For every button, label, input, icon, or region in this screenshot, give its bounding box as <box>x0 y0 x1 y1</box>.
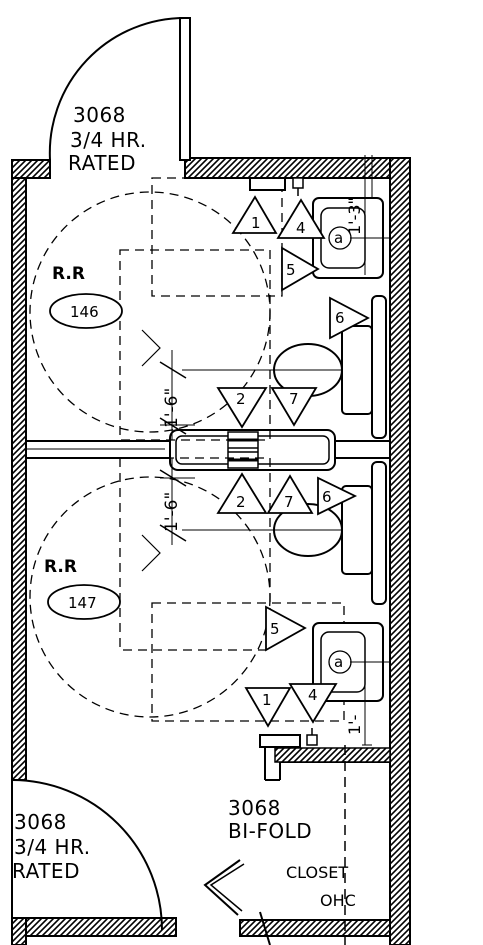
room-name-147: R.R <box>44 557 77 577</box>
bifold-label-line2: BI-FOLD <box>228 819 312 843</box>
keynote-146-6: 6 <box>329 296 370 340</box>
keynote-147-4: 4 <box>288 683 338 724</box>
right-wall <box>389 157 411 945</box>
bottom-door-label-line2: 3/4 HR. <box>14 835 91 859</box>
svg-text:4: 4 <box>308 686 318 704</box>
keynote-147-2: 2 <box>216 472 268 514</box>
closet: 3068 BI-FOLD CLOSET OHC <box>203 745 391 945</box>
svg-text:6: 6 <box>322 488 332 506</box>
top-door-label-line3: RATED <box>68 151 136 175</box>
dimension-146: 1'-6" <box>162 388 182 428</box>
walls <box>11 157 411 945</box>
room-number-146: 146 <box>70 303 99 321</box>
top-wall-left <box>11 159 51 179</box>
svg-text:1: 1 <box>251 214 261 232</box>
closet-label: CLOSET <box>286 863 348 882</box>
svg-text:5: 5 <box>270 620 280 638</box>
toilet-tank-146 <box>341 325 373 415</box>
restroom-147: 1'-6" a 1'- R.R 147 2 7 6 5 <box>29 457 390 748</box>
keynote-146-2: 2 <box>216 387 268 429</box>
room-name-146: R.R <box>52 264 85 284</box>
top-door: 3068 3/4 HR. RATED <box>48 16 191 178</box>
lav-tag-146: a <box>334 229 343 247</box>
keynote-147-7: 7 <box>266 474 314 514</box>
lav-dimension-146: 1'-3" <box>345 197 364 235</box>
bottom-door: 3068 3/4 HR. RATED <box>11 779 163 931</box>
lav-tag-147: a <box>334 653 343 671</box>
dimension-147: 1'-6" <box>162 492 182 532</box>
keynote-147-5: 5 <box>265 605 307 652</box>
keynote-147-1: 1 <box>244 687 292 728</box>
top-door-label-line1: 3068 <box>73 103 126 127</box>
bottom-wall <box>25 917 177 937</box>
svg-text:4: 4 <box>296 219 306 237</box>
svg-text:2: 2 <box>236 390 246 408</box>
bottom-door-label-line1: 3068 <box>14 810 67 834</box>
closet-sub-label: OHC <box>320 891 356 910</box>
left-wall <box>11 159 27 781</box>
room-number-147: 147 <box>68 594 97 612</box>
keynote-146-4: 4 <box>276 198 326 239</box>
keynote-146-5: 5 <box>281 246 320 292</box>
svg-text:5: 5 <box>286 261 296 279</box>
keynote-146-1: 1 <box>231 195 278 234</box>
bifold-door <box>203 859 241 916</box>
lav-dimension-147: 1'- <box>345 715 364 735</box>
left-wall-lower <box>11 917 27 945</box>
svg-text:1: 1 <box>262 691 272 709</box>
svg-text:7: 7 <box>289 390 299 408</box>
room-number-bubble-146 <box>49 293 123 329</box>
grab-bar-detail <box>169 429 336 471</box>
keynote-147-6: 6 <box>317 476 358 516</box>
svg-text:6: 6 <box>335 309 345 327</box>
room-number-bubble-147 <box>47 584 121 620</box>
restroom-146: a 1'-3" 1'-6" R.R 146 1 4 <box>29 155 390 441</box>
top-wall-right <box>184 157 411 179</box>
keynote-146-7: 7 <box>270 387 318 427</box>
bottom-door-label-line3: RATED <box>12 859 80 883</box>
svg-text:7: 7 <box>284 493 294 511</box>
bifold-label-line1: 3068 <box>228 796 281 820</box>
top-door-label-line2: 3/4 HR. <box>70 128 147 152</box>
svg-text:2: 2 <box>236 493 246 511</box>
